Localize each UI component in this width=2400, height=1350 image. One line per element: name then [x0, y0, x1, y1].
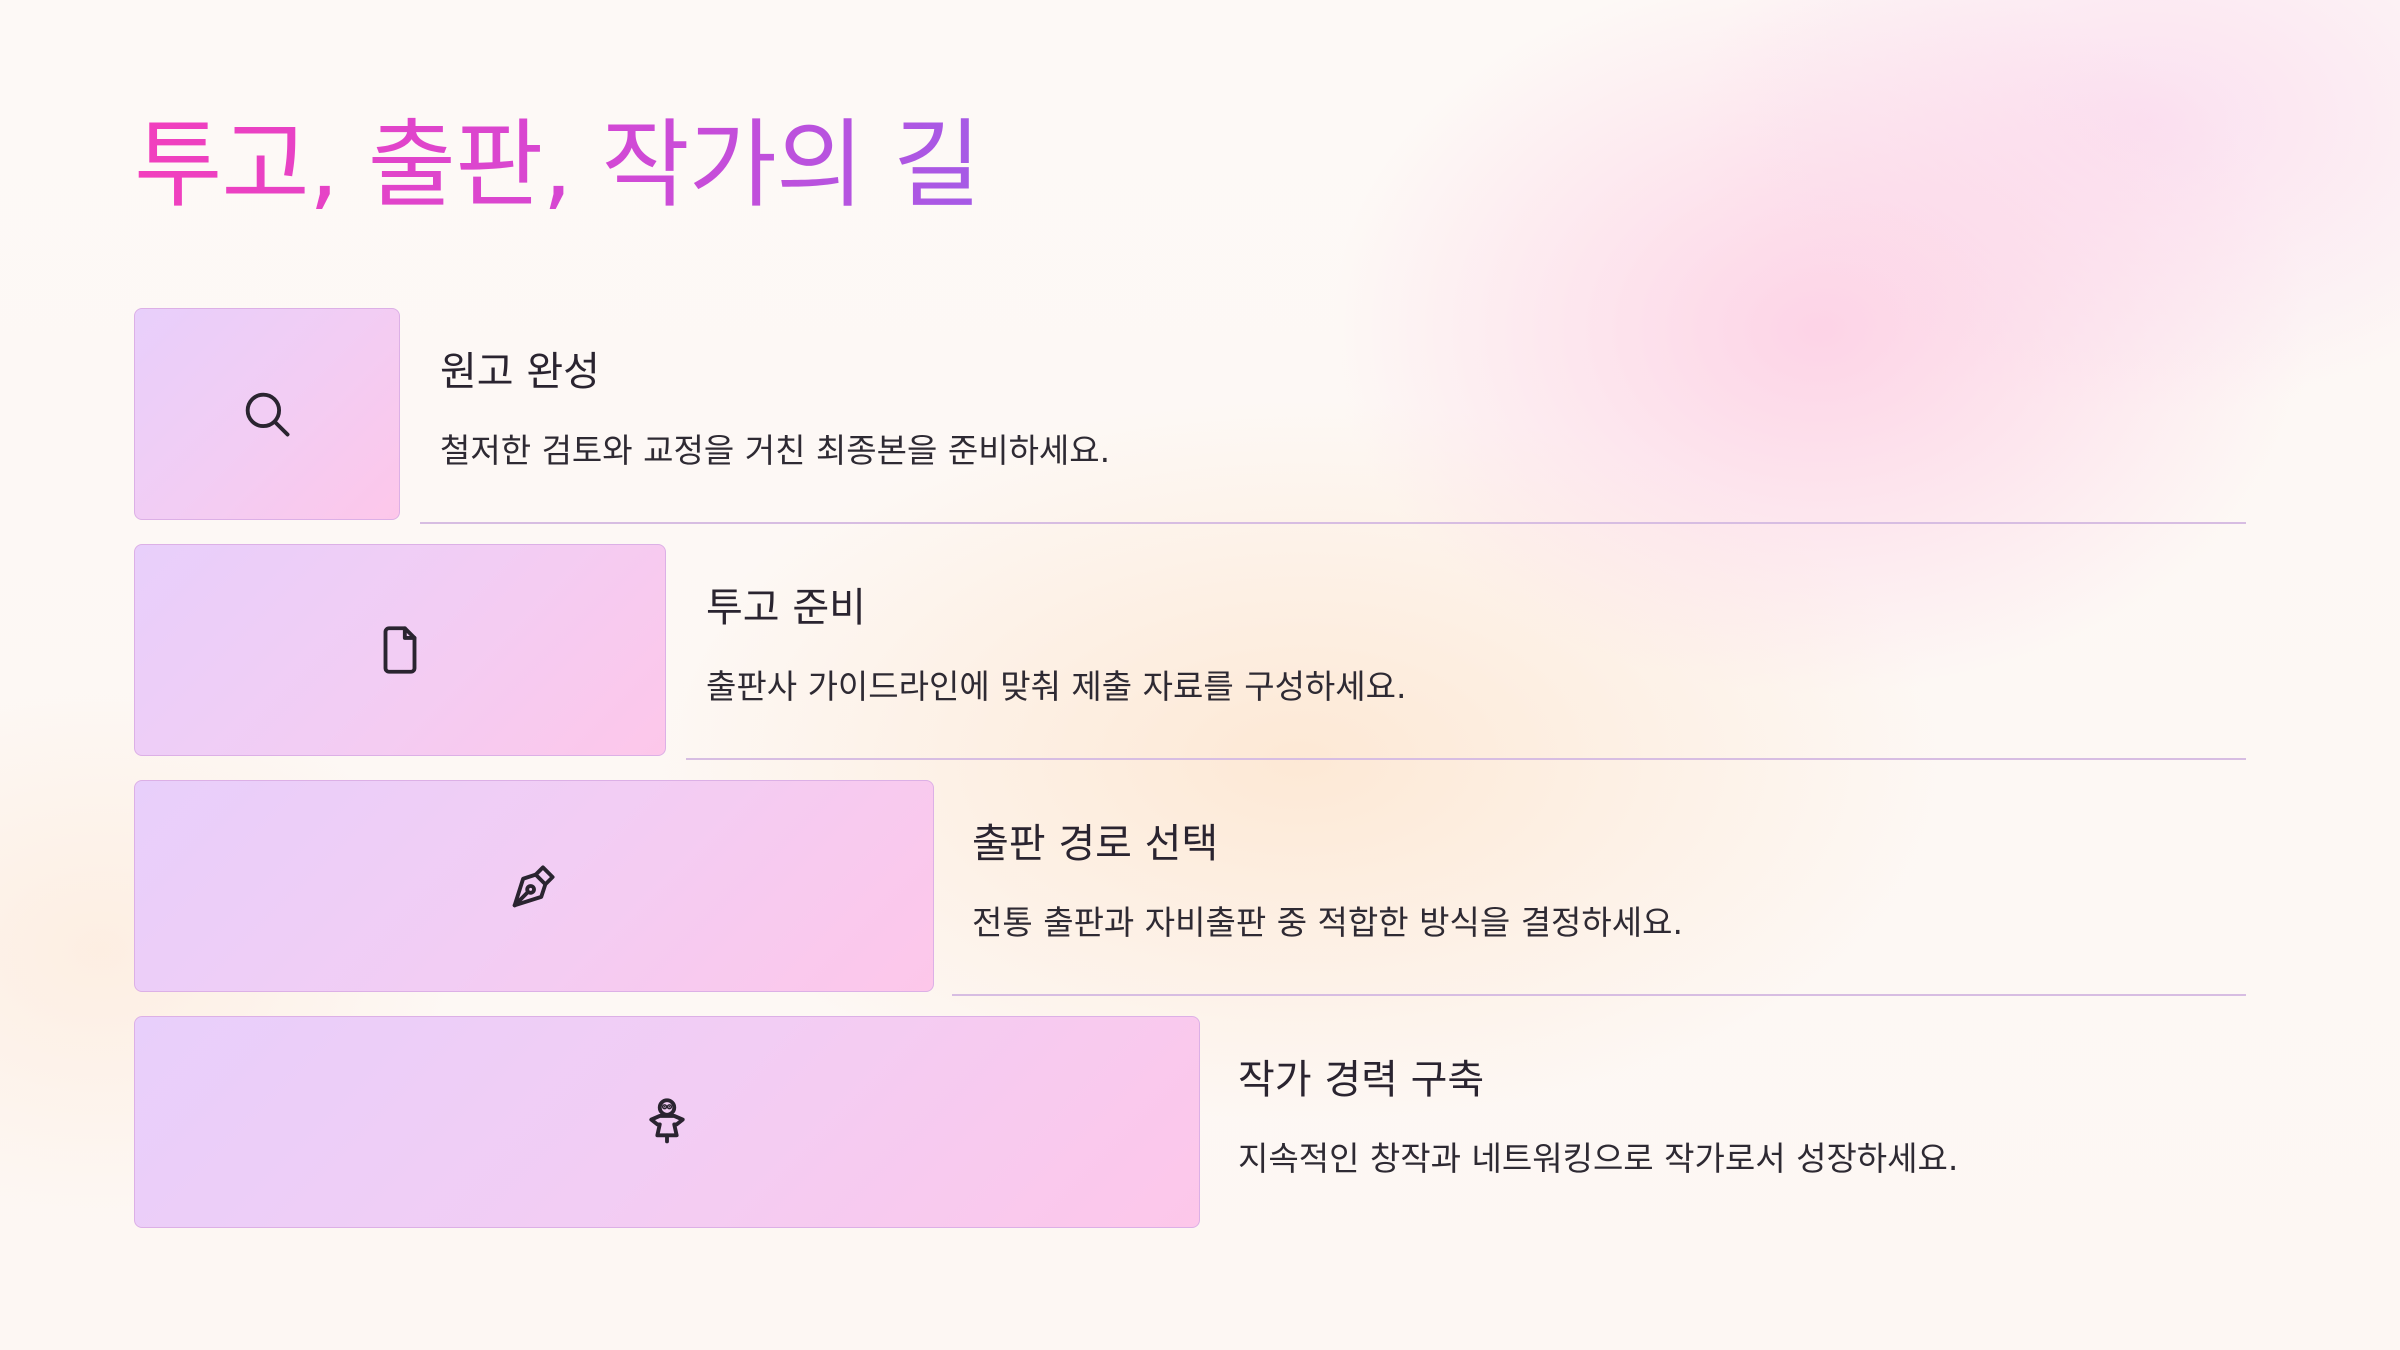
step-description: 지속적인 창작과 네트워킹으로 작가로서 성장하세요.	[1238, 1139, 1959, 1178]
person-icon	[638, 1093, 696, 1151]
pen-nib-icon	[505, 857, 563, 915]
step-submission: 투고 준비 출판사 가이드라인에 맞춰 제출 자료를 구성하세요.	[134, 544, 2246, 760]
step-divider	[686, 758, 2246, 760]
step-description: 전통 출판과 자비출판 중 적합한 방식을 결정하세요.	[972, 903, 1683, 942]
step-divider	[420, 522, 2246, 524]
step-icon-box	[134, 780, 934, 992]
step-publishing-path: 출판 경로 선택 전통 출판과 자비출판 중 적합한 방식을 결정하세요.	[134, 780, 2246, 996]
step-heading: 작가 경력 구축	[1238, 1057, 1485, 1103]
step-heading: 원고 완성	[440, 349, 600, 395]
page-title: 투고, 출판, 작가의 길	[134, 100, 981, 230]
step-description: 철저한 검토와 교정을 거친 최종본을 준비하세요.	[440, 431, 1111, 470]
file-icon	[371, 621, 429, 679]
step-divider	[952, 994, 2246, 996]
step-author-career: 작가 경력 구축 지속적인 창작과 네트워킹으로 작가로서 성장하세요.	[134, 1016, 2246, 1232]
step-heading: 출판 경로 선택	[972, 821, 1219, 867]
step-description: 출판사 가이드라인에 맞춰 제출 자료를 구성하세요.	[706, 667, 1407, 706]
search-icon	[238, 385, 296, 443]
step-icon-box	[134, 544, 666, 756]
step-icon-box	[134, 1016, 1200, 1228]
step-icon-box	[134, 308, 400, 520]
step-manuscript: 원고 완성 철저한 검토와 교정을 거친 최종본을 준비하세요.	[134, 308, 2246, 524]
step-heading: 투고 준비	[706, 585, 866, 631]
